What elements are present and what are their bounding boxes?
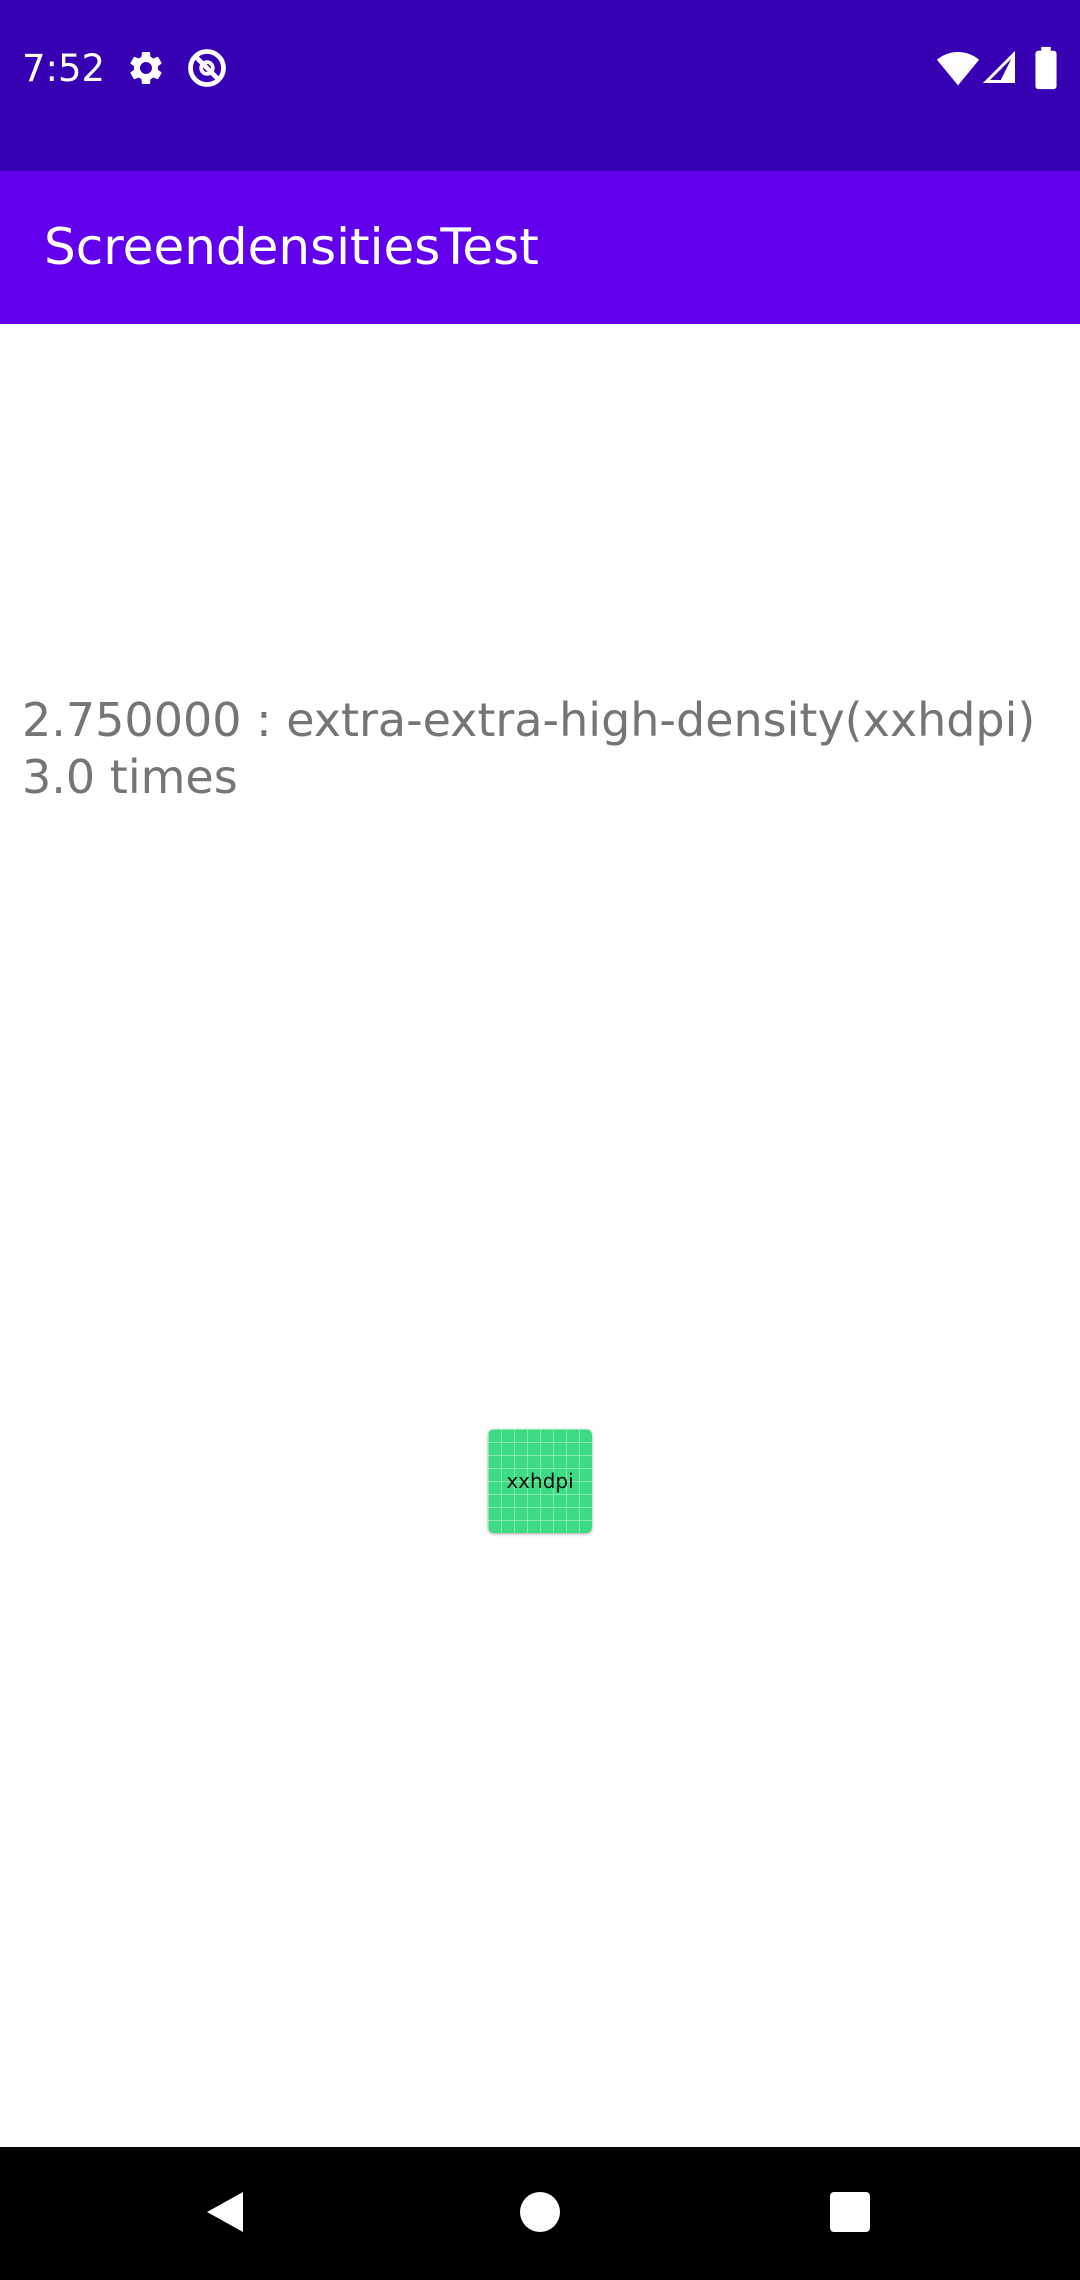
gear-icon [126,45,166,91]
main-content: 2.750000 : extra-extra-high-density(xxhd… [0,324,1080,2147]
home-icon [519,2191,561,2237]
status-bar: 7:52 [0,0,1080,171]
recents-button[interactable] [770,2147,930,2280]
wifi-icon [936,45,980,91]
status-time: 7:52 [22,47,106,90]
cell-signal-icon [982,45,1018,91]
no-disturb-icon [185,45,229,91]
back-icon [203,2188,247,2240]
density-image-label: xxhdpi [506,1469,574,1493]
battery-icon [1034,45,1058,91]
density-text: 2.750000 : extra-extra-high-density(xxhd… [22,693,1036,804]
back-button[interactable] [145,2147,305,2280]
density-image: xxhdpi [488,1429,592,1533]
app-bar: ScreendensitiesTest [0,171,1080,324]
app-title: ScreendensitiesTest [44,218,539,276]
home-button[interactable] [460,2147,620,2280]
recents-icon [829,2191,871,2237]
nav-bar [0,2147,1080,2280]
